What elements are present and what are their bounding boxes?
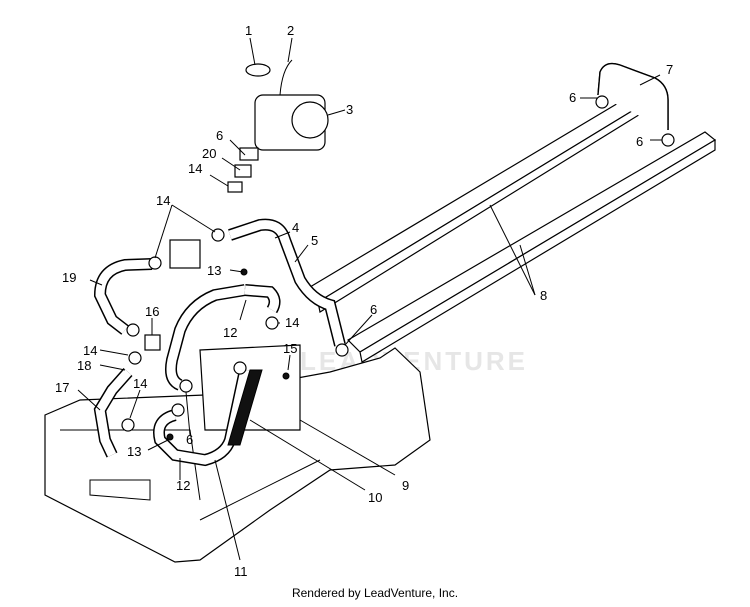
callout-14c: 14 — [285, 315, 299, 330]
leader-lines — [77, 37, 662, 561]
callout-16: 16 — [145, 304, 159, 319]
callout-10: 10 — [368, 490, 382, 505]
callout-14d: 14 — [83, 343, 97, 358]
callout-8: 8 — [540, 288, 547, 303]
callout-1: 1 — [245, 23, 252, 38]
callout-14e: 14 — [133, 376, 147, 391]
callout-13: 13 — [207, 263, 221, 278]
footer-credit: Rendered by LeadVenture, Inc. — [291, 586, 459, 600]
callout-12b: 12 — [176, 478, 190, 493]
callout-20: 20 — [202, 146, 216, 161]
callout-14: 14 — [156, 193, 170, 208]
callout-18: 18 — [77, 358, 91, 373]
callout-11: 11 — [234, 564, 248, 579]
callout-3: 3 — [346, 102, 353, 117]
hose-10-dark — [227, 369, 263, 446]
heat-exchanger-rails — [304, 89, 717, 363]
callout-6e: 6 — [186, 432, 193, 447]
callout-14b: 14 — [188, 161, 202, 176]
callout-6c: 6 — [636, 134, 643, 149]
callout-6b: 6 — [569, 90, 576, 105]
callout-7: 7 — [666, 62, 673, 77]
callout-labels: 1 2 3 4 5 6 6 6 6 6 7 8 9 10 11 12 12 13… — [55, 23, 673, 579]
fittings — [121, 59, 675, 441]
callout-15: 15 — [283, 341, 297, 356]
callout-19: 19 — [62, 270, 76, 285]
callout-2: 2 — [287, 23, 294, 38]
callout-6: 6 — [216, 128, 223, 143]
callout-17: 17 — [55, 380, 69, 395]
callout-9: 9 — [402, 478, 409, 493]
callout-4: 4 — [292, 220, 299, 235]
callout-12: 12 — [223, 325, 237, 340]
callout-5: 5 — [311, 233, 318, 248]
callout-6d: 6 — [370, 302, 377, 317]
callout-13b: 13 — [127, 444, 141, 459]
